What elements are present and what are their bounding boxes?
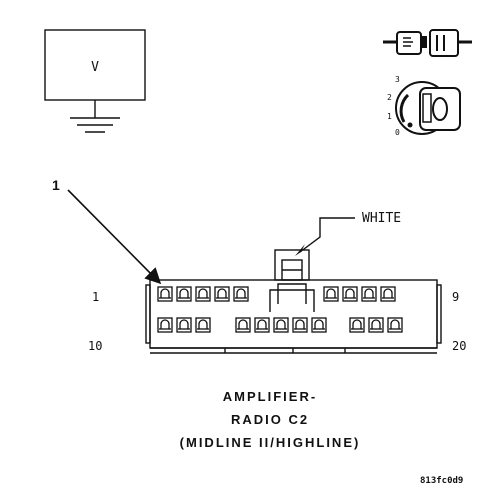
meter-symbol: V	[91, 60, 99, 75]
switch-position-2: 2	[387, 93, 392, 102]
voltmeter-ground-icon: V	[44, 29, 146, 133]
connector-cavity-top	[380, 286, 396, 302]
connector-color-label: WHITE	[362, 211, 401, 226]
pin-label-first-top: 1	[92, 290, 99, 304]
connector-cavity-top	[342, 286, 358, 302]
switch-position-3: 3	[395, 75, 400, 84]
connector-disconnected-icon	[383, 29, 472, 57]
connector-cavity-top	[361, 286, 377, 302]
connector-title-line1: AMPLIFIER-	[223, 389, 317, 404]
pin-label-last-top: 9	[452, 290, 459, 304]
pin-label-last-bottom: 20	[452, 339, 466, 353]
connector-cavity-top	[176, 286, 192, 302]
callout-arrow	[67, 189, 162, 285]
connector-cavity-bottom	[157, 317, 173, 333]
connector-cavity-bottom	[254, 317, 270, 333]
connector-title-line2: RADIO C2	[231, 412, 309, 427]
connector-cavity-top	[233, 286, 249, 302]
connector-cavity-bottom	[311, 317, 327, 333]
color-callout-leader	[299, 217, 355, 253]
connector-cavity-bottom	[349, 317, 365, 333]
switch-position-0: 0	[395, 128, 400, 137]
pin-label-first-bottom: 10	[88, 339, 102, 353]
connector-cavity-bottom	[292, 317, 308, 333]
connector-title-line3: (MIDLINE II/HIGHLINE)	[180, 435, 361, 450]
connector-cavity-bottom	[368, 317, 384, 333]
callout-number: 1	[52, 177, 62, 193]
connector-pins-top-row	[157, 286, 396, 302]
connector-cavity-bottom	[235, 317, 251, 333]
connector-pins-bottom-row	[157, 317, 403, 333]
connector-body	[145, 249, 442, 354]
connector-cavity-bottom	[273, 317, 289, 333]
connector-cavity-bottom	[195, 317, 211, 333]
figure-id: 813fc0d9	[420, 476, 463, 486]
switch-position-1: 1	[387, 112, 392, 121]
connector-cavity-bottom	[176, 317, 192, 333]
ignition-key-icon: 3 2 1 0	[387, 75, 461, 137]
connector-cavity-top	[195, 286, 211, 302]
connector-cavity-top	[214, 286, 230, 302]
connector-cavity-top	[157, 286, 173, 302]
connector-cavity-top	[323, 286, 339, 302]
connector-cavity-bottom	[387, 317, 403, 333]
